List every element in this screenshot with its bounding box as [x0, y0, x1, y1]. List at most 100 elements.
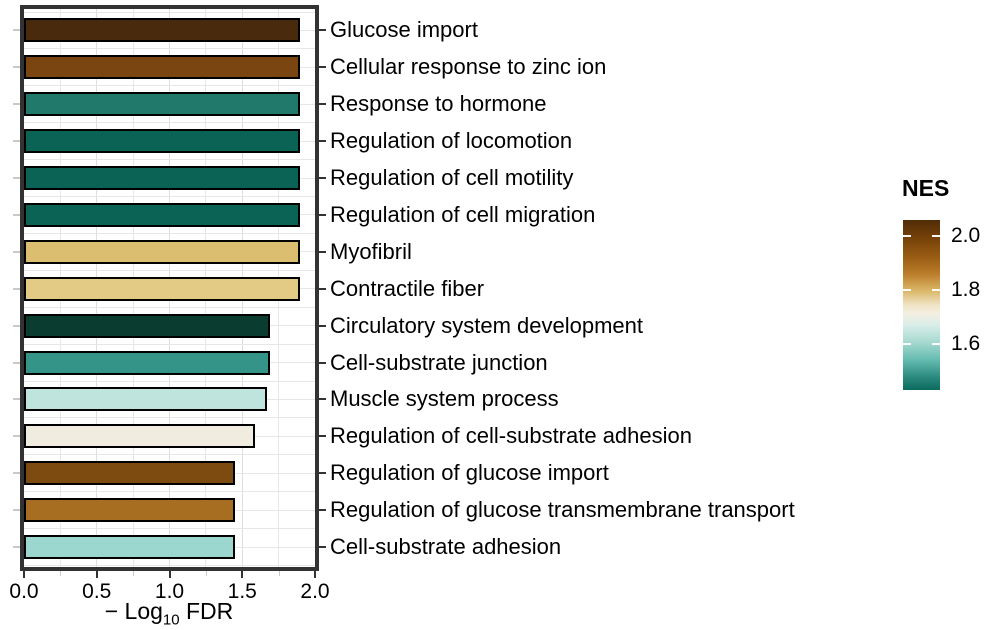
- y-axis-tick-right: [319, 177, 326, 180]
- x-axis-tick-label: 0.0: [9, 580, 39, 603]
- bar: [24, 461, 235, 486]
- y-axis-tick-left: [13, 103, 20, 106]
- gridline-horizontal-minor: [24, 491, 315, 493]
- y-axis-tick-right: [319, 287, 326, 290]
- y-axis-tick-right: [319, 103, 326, 106]
- y-axis-tick-right: [319, 361, 326, 364]
- x-axis-title-suffix: FDR: [179, 598, 234, 624]
- x-axis-tick-label: 1.0: [154, 580, 185, 603]
- bar: [24, 18, 301, 43]
- x-axis-minor-tick: [278, 571, 280, 576]
- x-axis-tick: [23, 571, 25, 578]
- gridline-horizontal-minor: [24, 159, 315, 161]
- y-axis-tick-left: [13, 140, 20, 143]
- gridline-horizontal-minor: [24, 269, 315, 271]
- y-axis-tick-left: [13, 287, 20, 290]
- bar: [24, 55, 301, 80]
- bar: [24, 313, 270, 338]
- colorbar-tick-right: [932, 343, 940, 346]
- colorbar-tick-right: [932, 289, 940, 292]
- gridline-horizontal-minor: [24, 48, 315, 50]
- x-axis-tick-label: 2.0: [300, 580, 330, 603]
- category-label: Glucose import: [330, 17, 478, 43]
- gridline-horizontal-minor: [24, 85, 315, 87]
- nes-colorbar: [903, 220, 940, 390]
- x-axis-title: − Log10 FDR: [105, 598, 234, 629]
- colorbar-tick-left: [903, 289, 911, 292]
- bar: [24, 350, 270, 375]
- y-axis-tick-left: [13, 177, 20, 180]
- gridline-horizontal-minor: [24, 380, 315, 382]
- bar: [24, 92, 301, 117]
- y-axis-tick-left: [13, 66, 20, 69]
- colorbar-tick-left: [903, 343, 911, 346]
- x-axis-tick: [95, 571, 98, 578]
- category-label: Response to hormone: [330, 91, 547, 117]
- gridline-horizontal-minor: [24, 343, 315, 345]
- gridline-horizontal-minor: [24, 306, 315, 308]
- category-label: Regulation of cell-substrate adhesion: [330, 423, 693, 449]
- category-label: Cellular response to zinc ion: [330, 54, 607, 80]
- y-axis-tick-left: [13, 29, 20, 32]
- x-axis-minor-tick: [133, 571, 135, 576]
- y-axis-tick-left: [13, 546, 20, 549]
- x-axis-minor-tick: [60, 571, 62, 576]
- colorbar-tick-left: [903, 235, 911, 238]
- colorbar-tick-label: 1.6: [951, 332, 981, 356]
- y-axis-tick-right: [319, 29, 326, 32]
- category-label: Regulation of glucose transmembrane tran…: [330, 497, 795, 523]
- bar: [24, 239, 301, 264]
- y-axis-tick-left: [13, 250, 20, 253]
- gridline-horizontal-minor: [24, 565, 315, 566]
- colorbar-tick-label: 2.0: [951, 224, 981, 248]
- bar: [24, 276, 301, 301]
- x-axis-title-prefix: − Log: [104, 598, 163, 624]
- bar: [24, 202, 301, 227]
- plot-panel: [20, 5, 319, 571]
- gridline-horizontal-minor: [24, 232, 315, 234]
- y-axis-tick-right: [319, 66, 326, 69]
- category-label: Contractile fiber: [330, 275, 485, 301]
- category-label: Regulation of cell migration: [330, 201, 596, 227]
- category-label: Regulation of glucose import: [330, 460, 609, 486]
- y-axis-tick-right: [319, 398, 326, 401]
- y-axis-tick-right: [319, 472, 326, 475]
- y-axis-tick-left: [13, 398, 20, 401]
- gridline-horizontal-minor: [24, 528, 315, 530]
- category-label: Regulation of cell motility: [330, 165, 574, 191]
- gridline-horizontal-minor: [24, 454, 315, 456]
- colorbar-tick-label: 1.8: [951, 278, 981, 302]
- x-axis-title-subscript: 10: [162, 611, 180, 629]
- bar: [24, 424, 256, 449]
- y-axis-tick-left: [13, 361, 20, 364]
- x-axis-tick: [314, 571, 316, 578]
- bar: [24, 129, 301, 154]
- category-label: Cell-substrate adhesion: [330, 534, 562, 560]
- y-axis-tick-right: [319, 213, 326, 216]
- y-axis-tick-left: [13, 324, 20, 327]
- y-axis-tick-left: [13, 213, 20, 216]
- y-axis-tick-right: [319, 435, 326, 438]
- legend-title: NES: [902, 175, 950, 201]
- category-label: Cell-substrate junction: [330, 349, 548, 375]
- bar: [24, 535, 235, 560]
- bar: [24, 498, 235, 523]
- x-axis-minor-tick: [205, 571, 207, 576]
- category-label: Regulation of locomotion: [330, 128, 573, 154]
- y-axis-tick-right: [319, 324, 326, 327]
- y-axis-tick-right: [319, 140, 326, 143]
- x-axis-tick: [168, 571, 171, 578]
- gridline-horizontal-minor: [24, 122, 315, 124]
- x-axis-tick-label: 1.5: [227, 580, 257, 603]
- y-axis-tick-left: [13, 509, 20, 512]
- y-axis-tick-right: [319, 250, 326, 253]
- bar: [24, 166, 301, 191]
- y-axis-tick-right: [319, 509, 326, 512]
- category-label: Myofibril: [330, 238, 412, 264]
- bar: [24, 387, 267, 412]
- gridline-horizontal-minor: [24, 196, 315, 197]
- gridline-horizontal-minor: [24, 11, 315, 13]
- category-label: Muscle system process: [330, 386, 559, 412]
- colorbar-tick-right: [932, 235, 940, 238]
